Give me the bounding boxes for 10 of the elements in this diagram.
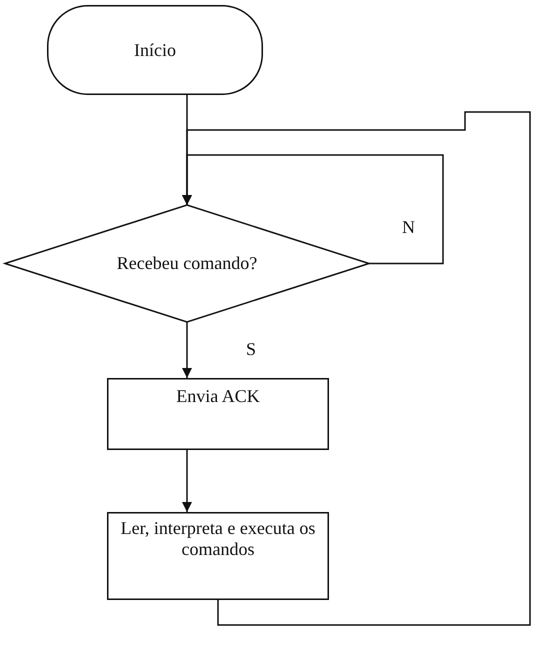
node-text: Ler, interpreta e executa os comandos	[120, 518, 316, 560]
process-box	[107, 378, 329, 450]
decision-diamond	[5, 205, 369, 322]
node-text: Início	[134, 40, 176, 60]
node-text: Recebeu comando?	[116, 253, 258, 274]
process-box	[107, 512, 329, 600]
node-text: Envia ACK	[176, 386, 260, 407]
arrow	[182, 322, 192, 378]
arrow	[182, 450, 192, 512]
arrow	[182, 111, 531, 626]
